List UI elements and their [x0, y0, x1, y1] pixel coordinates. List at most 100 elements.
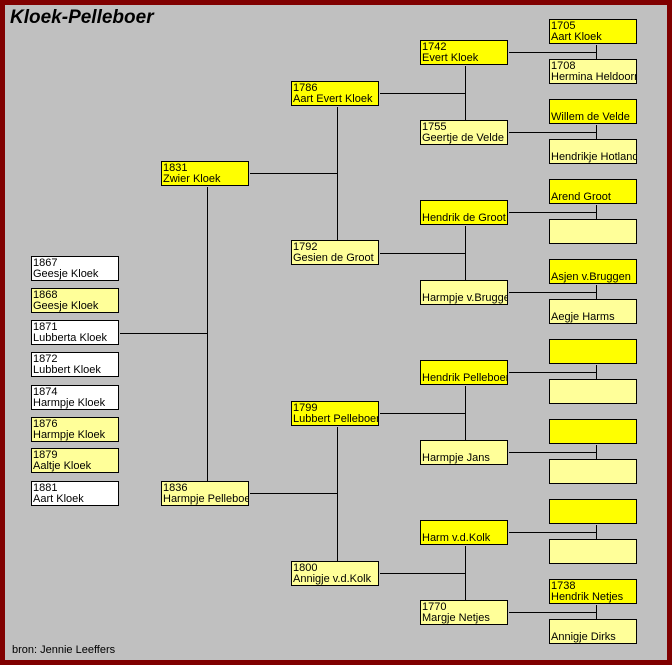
connector-line [596, 365, 597, 379]
connector-line [509, 52, 596, 53]
person-name: Zwier Kloek [163, 173, 221, 185]
person-name: Aaltje Kloek [33, 460, 92, 472]
person-box[interactable] [549, 379, 637, 404]
person-year: 1868 [33, 289, 58, 301]
person-name: Harmpje Jans [422, 452, 490, 464]
connector-line [337, 427, 338, 561]
person-name: Harmpje v.Bruggen [422, 292, 508, 304]
connector-line [380, 573, 465, 574]
connector-line [596, 285, 597, 299]
person-box[interactable] [549, 459, 637, 484]
person-name: Hendrik Pelleboer [422, 372, 508, 384]
person-name: Aart Evert Kloek [293, 93, 373, 105]
person-year: 1742 [422, 41, 447, 53]
person-name: Aart Kloek [551, 31, 602, 43]
person-name: Arend Groot [551, 191, 611, 203]
connector-line [509, 452, 596, 453]
person-name: Hermina Heldoorn [551, 71, 637, 83]
person-box[interactable]: Harm v.d.Kolk [420, 520, 508, 545]
person-box[interactable] [549, 339, 637, 364]
person-box[interactable]: Asjen v.Bruggen [549, 259, 637, 284]
person-name: Harmpje Pelleboer [163, 493, 249, 505]
person-name: Hendrikje Hotland [551, 151, 637, 163]
connector-line [465, 386, 466, 440]
person-name: Gesien de Groot [293, 252, 374, 264]
connector-line [509, 212, 596, 213]
connector-line [465, 226, 466, 280]
connector-line [465, 66, 466, 120]
person-box[interactable]: Hendrik Pelleboer [420, 360, 508, 385]
person-box[interactable]: Hendrikje Hotland [549, 139, 637, 164]
person-year: 1770 [422, 601, 447, 613]
person-box[interactable]: Aegje Harms [549, 299, 637, 324]
person-year: 1738 [551, 580, 576, 592]
person-box[interactable]: Hendrik de Groot [420, 200, 508, 225]
person-name: Lubbert Pelleboer [293, 413, 379, 425]
connector-line [596, 125, 597, 139]
connector-line [596, 45, 597, 59]
connector-line [596, 525, 597, 539]
person-box[interactable] [549, 539, 637, 564]
person-box[interactable]: Harmpje v.Bruggen [420, 280, 508, 305]
connector-line [509, 532, 596, 533]
connector-line [509, 292, 596, 293]
person-name: Asjen v.Bruggen [551, 271, 631, 283]
person-box[interactable] [549, 219, 637, 244]
person-name: Aart Kloek [33, 493, 84, 505]
connector-line [465, 546, 466, 600]
connector-line [596, 605, 597, 619]
person-box[interactable] [549, 419, 637, 444]
person-name: Geesje Kloek [33, 268, 99, 280]
person-year: 1867 [33, 257, 58, 269]
person-name: Lubberta Kloek [33, 332, 107, 344]
connector-line [380, 253, 465, 254]
connector-line [509, 372, 596, 373]
person-name: Hendrik de Groot [422, 212, 506, 224]
person-name: Annigje v.d.Kolk [293, 573, 372, 585]
connector-line [380, 93, 465, 94]
person-year: 1879 [33, 449, 58, 461]
connector-line [380, 413, 465, 414]
person-box[interactable]: Arend Groot [549, 179, 637, 204]
person-name: Geesje Kloek [33, 300, 99, 312]
person-box[interactable]: Annigje Dirks [549, 619, 637, 644]
person-box[interactable] [549, 499, 637, 524]
person-box[interactable]: Willem de Velde [549, 99, 637, 124]
person-year: 1836 [163, 482, 188, 494]
person-name: Aegje Harms [551, 311, 615, 323]
connector-line [509, 132, 596, 133]
source-credit: bron: Jennie Leeffers [12, 644, 116, 656]
person-year: 1874 [33, 386, 58, 398]
person-name: Harm v.d.Kolk [422, 532, 491, 544]
connector-line [596, 205, 597, 219]
person-box[interactable]: Harmpje Jans [420, 440, 508, 465]
chart-title: Kloek-Pelleboer [10, 7, 154, 28]
person-year: 1786 [293, 82, 318, 94]
person-name: Evert Kloek [422, 52, 479, 64]
person-year: 1831 [163, 162, 188, 174]
person-name: Margje Netjes [422, 612, 490, 624]
person-name: Geertje de Velde [422, 132, 504, 144]
person-year: 1792 [293, 241, 318, 253]
person-year: 1872 [33, 353, 58, 365]
